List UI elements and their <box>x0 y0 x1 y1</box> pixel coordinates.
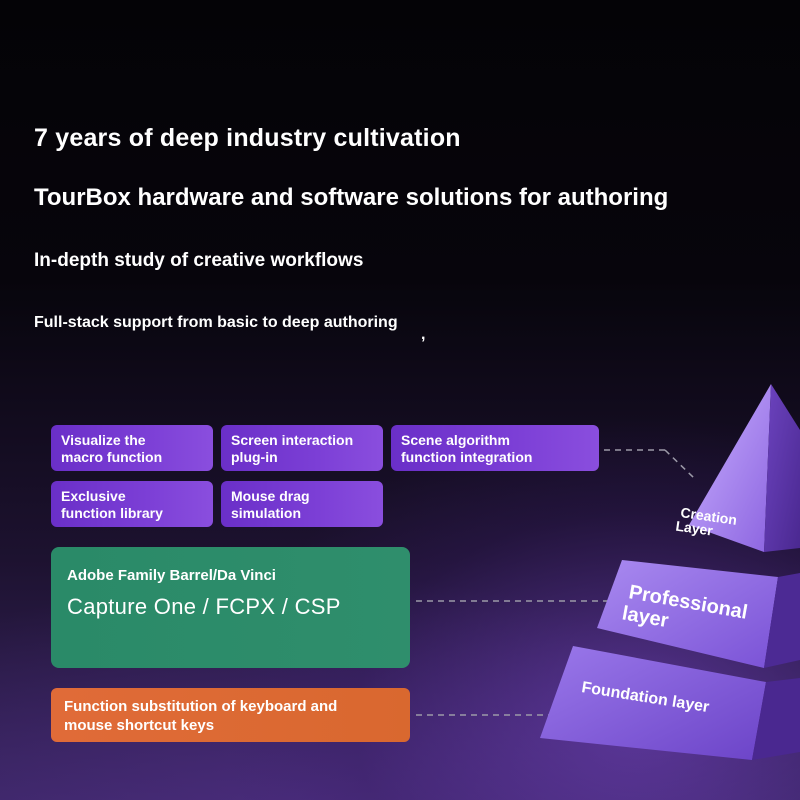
feature-box-mouse-drag: Mouse drag simulation <box>221 481 383 527</box>
feature-line: Scene algorithm <box>401 432 510 448</box>
heading-years: 7 years of deep industry cultivation <box>34 124 461 152</box>
feature-line: Visualize the <box>61 432 146 448</box>
professional-software-line2: Capture One / FCPX / CSP <box>67 594 341 619</box>
pyramid-label-creation-1: Creation <box>680 504 738 528</box>
pyramid-creation-front <box>689 384 771 552</box>
feature-line: function library <box>61 505 163 521</box>
feature-line: Mouse drag <box>231 488 310 504</box>
heading-comma-mark: , <box>421 326 426 343</box>
foundation-feature-box: Function substitution of keyboard and mo… <box>51 688 410 742</box>
feature-box-macro: Visualize the macro function <box>51 425 213 471</box>
pyramid-professional-side <box>764 573 800 668</box>
pyramid-creation-side <box>764 384 800 552</box>
feature-line: plug-in <box>231 449 278 465</box>
heading-workflows: In-depth study of creative workflows <box>34 250 364 271</box>
feature-line: macro function <box>61 449 163 465</box>
feature-box-scene-algorithm: Scene algorithm function integration <box>391 425 599 471</box>
connector-line-creation-diagonal <box>664 449 695 479</box>
feature-line: Exclusive <box>61 488 126 504</box>
foundation-feature-line2: mouse shortcut keys <box>64 717 215 734</box>
professional-software-line1: Adobe Family Barrel/Da Vinci <box>67 567 276 584</box>
feature-line: function integration <box>401 449 533 465</box>
feature-line: simulation <box>231 505 302 521</box>
pyramid-foundation-front <box>540 646 766 760</box>
pyramid-label-creation-2: Layer <box>675 518 715 539</box>
heading-solutions: TourBox hardware and software solutions … <box>34 184 669 211</box>
pyramid-foundation-side <box>752 678 800 760</box>
professional-software-box: Adobe Family Barrel/Da Vinci Capture One… <box>51 547 410 668</box>
feature-line: Screen interaction <box>231 432 354 448</box>
foundation-feature-line1: Function substitution of keyboard and <box>64 698 338 715</box>
heading-fullstack: Full-stack support from basic to deep au… <box>34 314 398 331</box>
feature-box-library: Exclusive function library <box>51 481 213 527</box>
pyramid-professional-front <box>597 560 778 668</box>
feature-box-screen-interaction: Screen interaction plug-in <box>221 425 383 471</box>
